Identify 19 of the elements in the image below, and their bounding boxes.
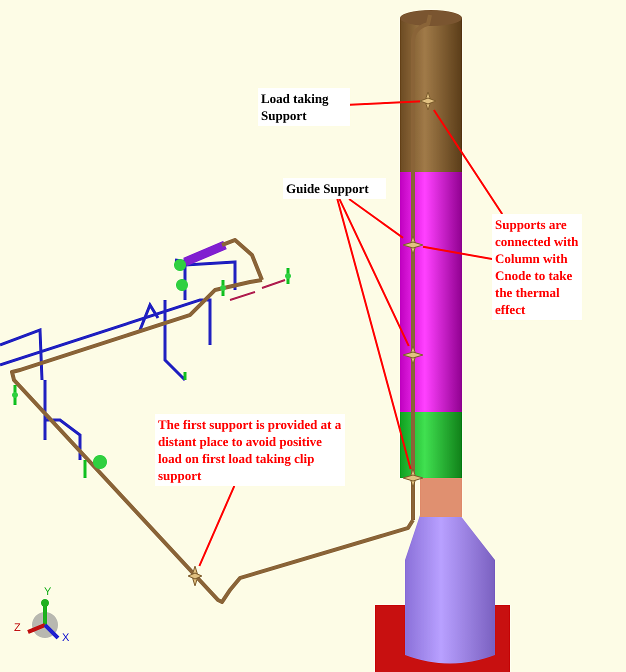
leader-line [350,100,420,106]
leader-line [422,246,492,260]
leader-line [198,486,236,566]
callout-text: Supports are connected with Column with Cnode to take the thermal effect [492,214,582,320]
axis-label: X [62,632,70,644]
callout-text: Load taking Support [258,88,350,126]
pipe-support-symbol [420,92,436,110]
pipe-support-symbol [403,236,423,254]
axis-label: Z [14,622,21,634]
pipe-support-symbol [188,566,202,586]
leader-line [338,198,410,346]
pipe-support-symbol [403,469,423,487]
leader-line [348,198,404,239]
leader-line [336,198,412,470]
pipe-support-symbol [403,346,423,364]
axis-label: Y [44,586,52,598]
callout-text: Guide Support [283,178,386,199]
callout-text: The first support is provided at a distant place to avoid positive load on first load taking clip support [155,414,345,486]
leader-line [433,109,504,215]
